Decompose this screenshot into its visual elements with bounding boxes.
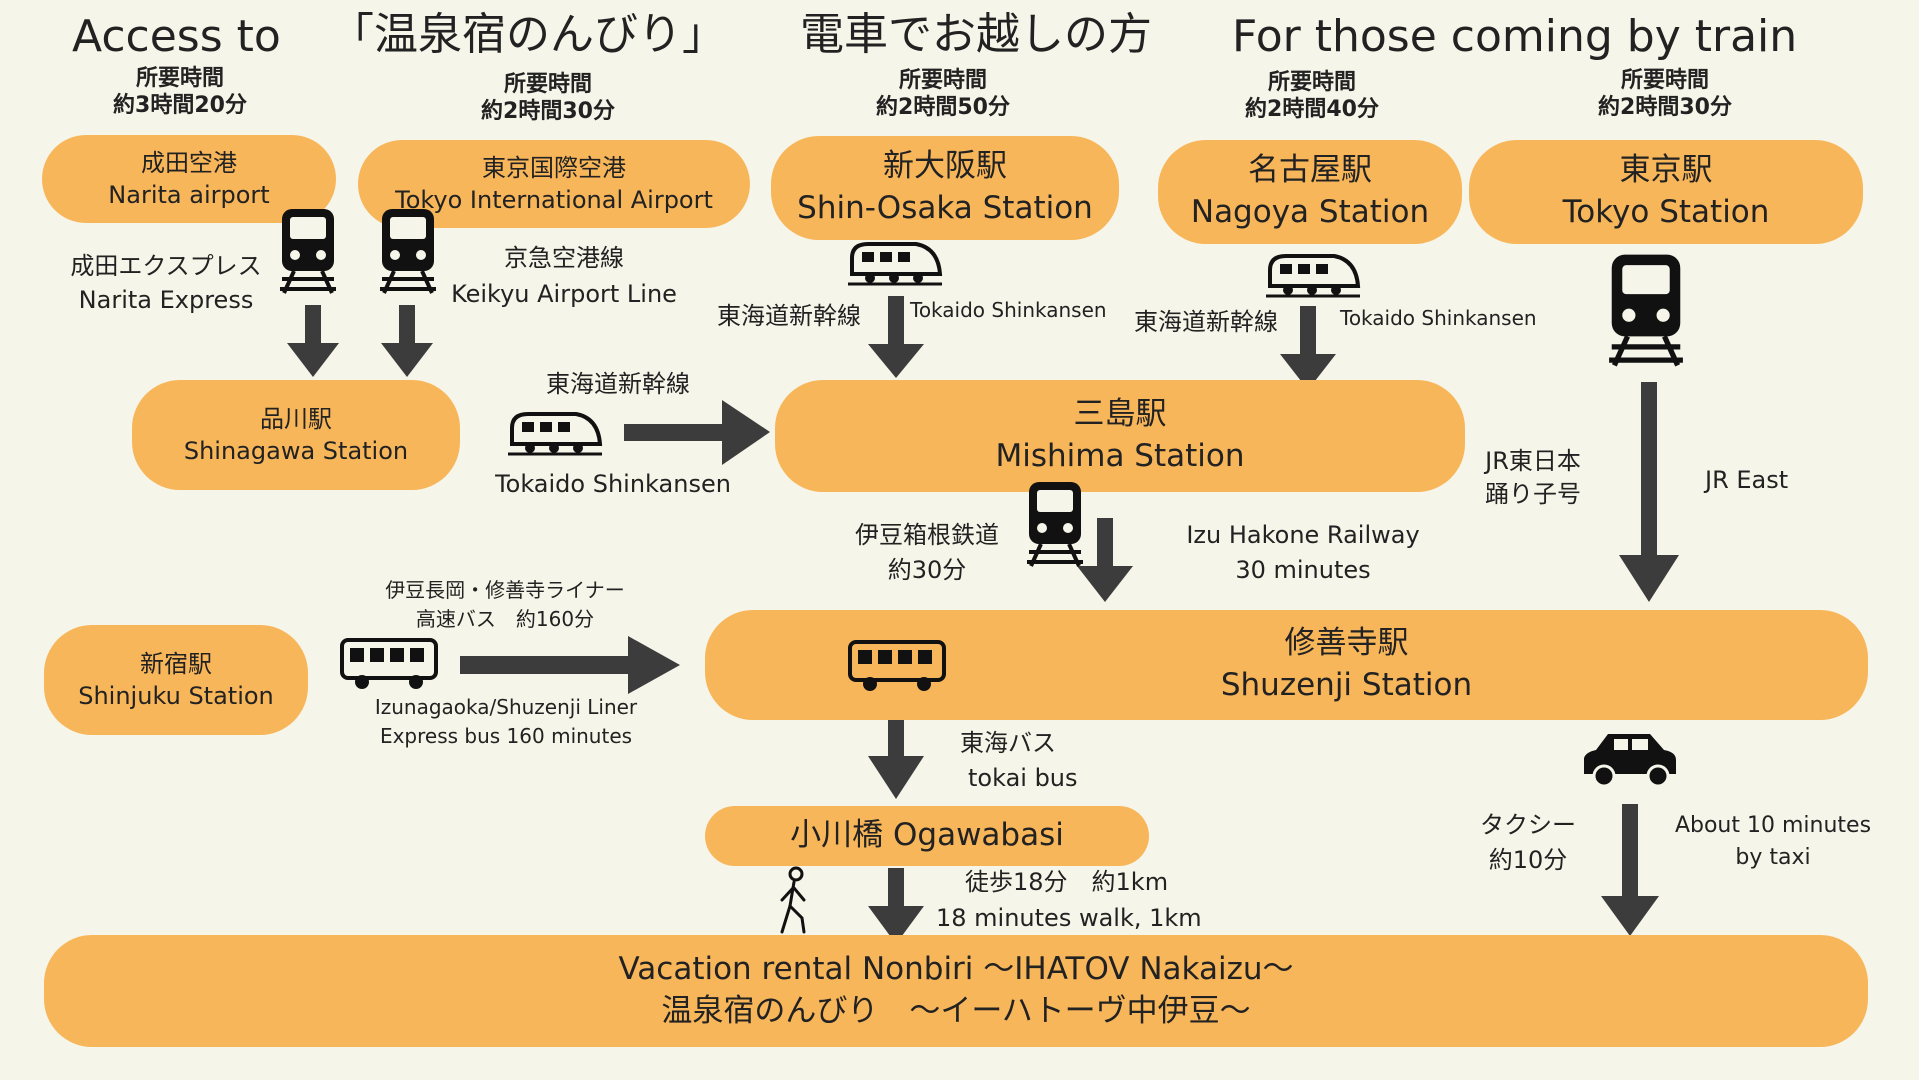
taxi-label-en: About 10 minutes by taxi <box>1674 813 1872 870</box>
station-narita-airport: 成田空港 Narita airport <box>42 135 336 223</box>
line-tokaido-shinagawa-en: Tokaido Shinkansen <box>495 470 731 498</box>
arrow-icon <box>1280 306 1336 390</box>
line-izu-hakone-jp: 伊豆箱根鉄道 約30分 <box>855 521 999 584</box>
travel-time-narita: 所要時間 約3時間20分 <box>113 66 247 118</box>
arrow-icon <box>1619 382 1679 602</box>
line-keikyu-airport: 京急空港線 Keikyu Airport Line <box>451 244 677 308</box>
line-izu-hakone-en: Izu Hakone Railway 30 minutes <box>1186 521 1420 584</box>
travel-time-haneda: 所要時間 約2時間30分 <box>481 72 615 124</box>
arrow-icon <box>868 868 924 944</box>
station-nagoya: 名古屋駅 Nagoya Station <box>1158 140 1462 244</box>
title-inn-name: 「温泉宿のんびり」 <box>330 9 726 60</box>
taxi-label-jp: タクシー 約10分 <box>1480 811 1576 874</box>
train-icon <box>1609 254 1683 367</box>
destination-nonbiri: Vacation rental Nonbiri ～IHATOV Nakaizu～… <box>44 935 1868 1047</box>
station-shin-osaka: 新大阪駅 Shin-Osaka Station <box>771 136 1119 240</box>
travel-time-nagoya: 所要時間 約2時間40分 <box>1245 70 1379 122</box>
train-icon <box>380 209 436 294</box>
station-shuzenji: 修善寺駅 Shuzenji Station <box>705 610 1868 720</box>
title-access-to: Access to <box>72 11 281 62</box>
walk-label-jp: 徒歩18分 約1km <box>965 868 1169 896</box>
title-by-train-jp: 電車でお越しの方 <box>800 9 1152 60</box>
station-shinagawa: 品川駅 Shinagawa Station <box>132 380 460 490</box>
walk-label-en: 18 minutes walk, 1km <box>936 904 1202 932</box>
bus-stop-ogawabasi: 小川橋 Ogawabasi <box>705 806 1149 866</box>
line-tokaido-nagoya-en: Tokaido Shinkansen <box>1340 306 1537 330</box>
bus-icon <box>848 640 946 691</box>
line-tokaido-shinagawa-jp: 東海道新幹線 <box>546 370 690 398</box>
station-tokyo: 東京駅 Tokyo Station <box>1469 140 1863 244</box>
bus-liner-en: Izunagaoka/Shuzenji Liner Express bus 16… <box>374 695 638 748</box>
station-mishima: 三島駅 Mishima Station <box>775 380 1465 492</box>
title-by-train-en: For those coming by train <box>1232 11 1798 62</box>
shinkansen-icon <box>1266 254 1361 298</box>
station-shinjuku: 新宿駅 Shinjuku Station <box>44 625 308 735</box>
line-narita-express: 成田エクスプレス Narita Express <box>70 252 262 314</box>
arrow-icon <box>868 296 924 378</box>
arrow-icon <box>287 305 339 377</box>
train-icon <box>280 209 336 294</box>
arrow-icon <box>381 305 433 377</box>
arrow-icon <box>1077 518 1133 602</box>
bus-liner-jp: 伊豆長岡・修善寺ライナー 高速バス 約160分 <box>385 578 625 631</box>
shinkansen-icon <box>848 242 943 286</box>
bus-icon <box>340 638 438 689</box>
tokai-bus-label: 東海バス tokai bus <box>960 729 1078 792</box>
arrow-icon <box>460 636 680 694</box>
taxi-icon <box>1584 734 1676 788</box>
line-jr-east: JR East <box>1705 466 1789 494</box>
arrow-icon <box>624 400 770 465</box>
travel-time-tokyo: 所要時間 約2時間30分 <box>1598 68 1732 120</box>
line-tokaido-shin-osaka-en: Tokaido Shinkansen <box>910 298 1107 322</box>
line-tokaido-shin-osaka-jp: 東海道新幹線 <box>717 302 861 330</box>
travel-time-shin-osaka: 所要時間 約2時間50分 <box>876 68 1010 120</box>
train-icon <box>1027 482 1083 567</box>
shinkansen-icon <box>508 412 603 456</box>
arrow-icon <box>1601 804 1659 936</box>
line-tokaido-nagoya-jp: 東海道新幹線 <box>1134 308 1278 336</box>
arrow-icon <box>868 709 924 799</box>
walking-person-icon <box>780 866 806 934</box>
line-jr-east-odoriko: JR東日本 踊り子号 <box>1485 447 1581 509</box>
